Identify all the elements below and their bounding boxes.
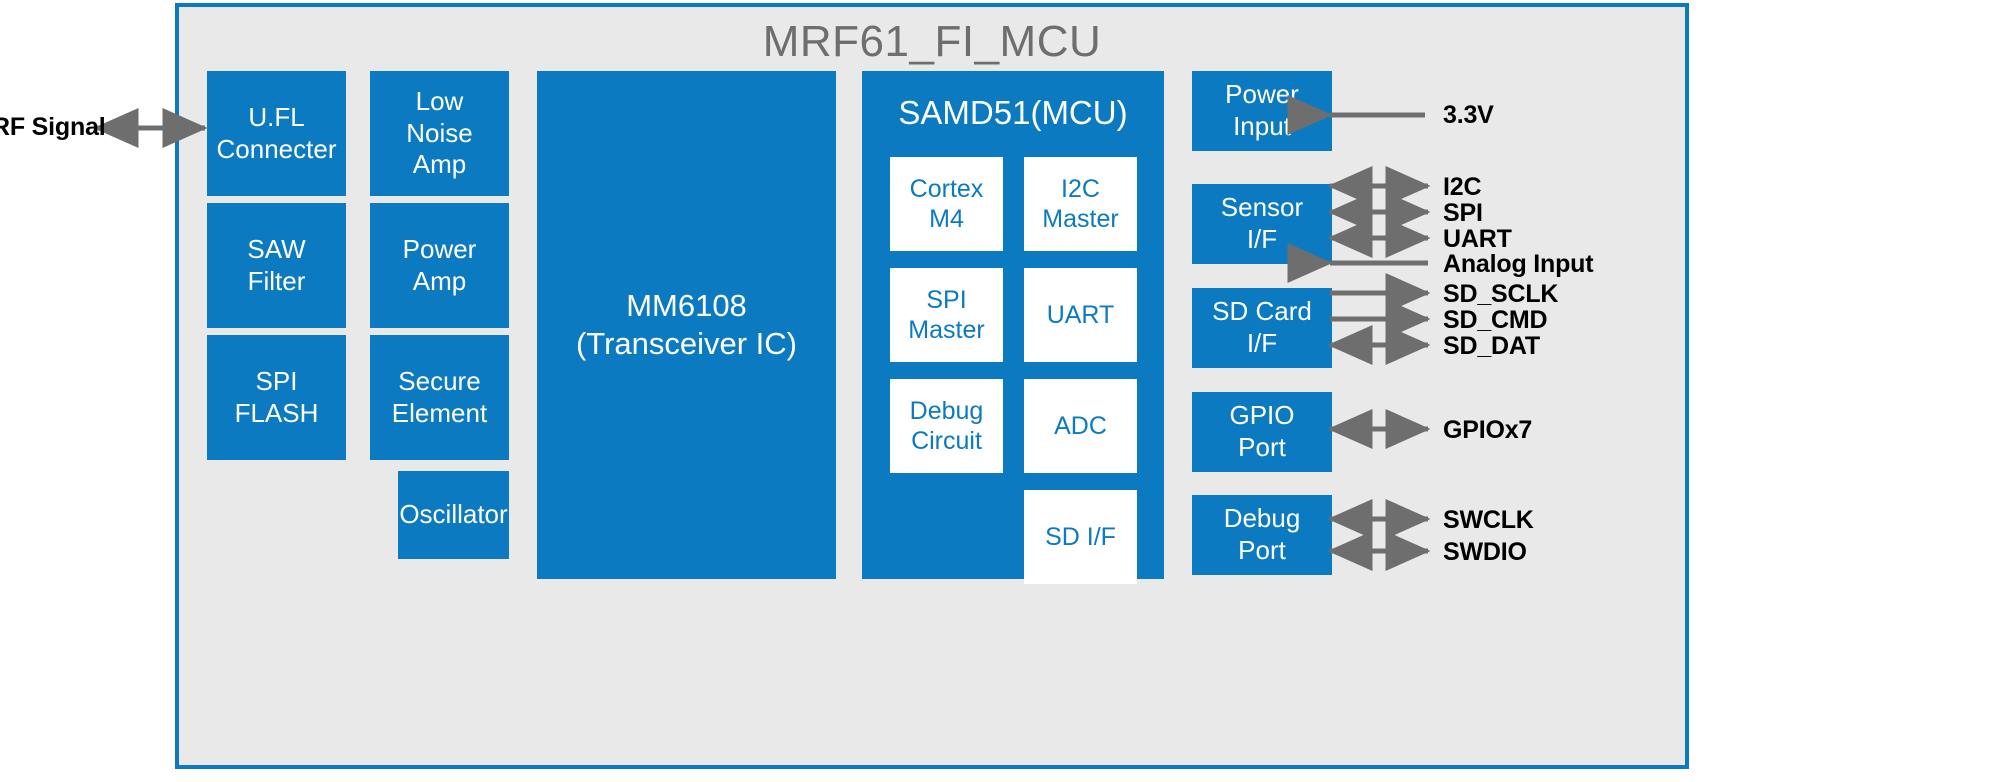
block-spi-flash[interactable]: SPI FLASH bbox=[207, 335, 346, 460]
block-debug-port[interactable]: Debug Port bbox=[1192, 495, 1332, 575]
subblock-adc[interactable]: ADC bbox=[1024, 379, 1137, 473]
subblock-label: Circuit bbox=[911, 427, 982, 455]
block-label: Power bbox=[1225, 79, 1299, 110]
subblock-i2c-master[interactable]: I2C Master bbox=[1024, 157, 1137, 251]
block-sdcard-if[interactable]: SD Card I/F bbox=[1192, 288, 1332, 368]
block-label: SD Card bbox=[1212, 296, 1312, 327]
page-title: MRF61_FI_MCU bbox=[762, 17, 1102, 66]
subblock-sd-if[interactable]: SD I/F bbox=[1024, 490, 1137, 584]
block-samd51-mcu[interactable]: SAMD51(MCU) Cortex M4 I2C Master SPI Mas… bbox=[862, 71, 1164, 584]
mcu-title: SAMD51(MCU) bbox=[898, 94, 1128, 131]
signal-label-analog-input: Analog Input bbox=[1443, 250, 1594, 278]
subblock-label: SD I/F bbox=[1045, 522, 1116, 551]
block-label: Low bbox=[415, 85, 464, 116]
signal-label-rf-signal: RF Signal bbox=[0, 113, 106, 141]
block-label: Port bbox=[1238, 432, 1286, 462]
signal-label-uart: UART bbox=[1443, 225, 1512, 253]
subblock-label: Master bbox=[1042, 205, 1119, 233]
subblock-label: Master bbox=[908, 316, 985, 344]
module-outline: MRF61_FI_MCU U.FL Connecter Low Noise Am… bbox=[175, 3, 1689, 769]
block-label: (Transceiver IC) bbox=[575, 326, 798, 361]
block-saw-filter[interactable]: SAW Filter bbox=[207, 203, 346, 328]
subblock-spi-master[interactable]: SPI Master bbox=[890, 268, 1003, 362]
block-label: Debug bbox=[1223, 503, 1301, 534]
block-label: U.FL bbox=[248, 101, 305, 132]
block-sensor-if[interactable]: Sensor I/F bbox=[1192, 184, 1332, 264]
subblock-label: UART bbox=[1046, 300, 1115, 329]
block-label: Sensor bbox=[1220, 192, 1304, 223]
block-label: Power bbox=[402, 233, 477, 264]
block-gpio-port[interactable]: GPIO Port bbox=[1192, 392, 1332, 472]
block-label: Port bbox=[1238, 535, 1286, 565]
block-label: SPI bbox=[255, 365, 298, 396]
block-label: MM6108 bbox=[626, 288, 747, 324]
block-mm6108-transceiver[interactable]: MM6108 (Transceiver IC) bbox=[537, 71, 836, 579]
block-label: Element bbox=[391, 397, 488, 428]
block-label: Amp bbox=[412, 149, 467, 180]
subblock-label: M4 bbox=[929, 205, 964, 233]
signal-label-gpiox7: GPIOx7 bbox=[1443, 416, 1533, 444]
signal-label-sd-sclk: SD_SCLK bbox=[1443, 280, 1559, 308]
block-label: Secure bbox=[398, 365, 481, 396]
block-label: Connecter bbox=[216, 133, 337, 164]
block-label: Noise bbox=[406, 117, 473, 148]
signal-label-swclk: SWCLK bbox=[1443, 506, 1534, 534]
block-label: Input bbox=[1233, 111, 1291, 141]
block-power-amp[interactable]: Power Amp bbox=[370, 203, 509, 328]
signal-label-spi: SPI bbox=[1443, 199, 1483, 227]
subblock-label: Debug bbox=[909, 396, 984, 425]
block-label: Filter bbox=[247, 265, 306, 296]
block-oscillator[interactable]: Oscillator bbox=[398, 471, 509, 559]
subblock-debug-circuit[interactable]: Debug Circuit bbox=[890, 379, 1003, 473]
block-secure-element[interactable]: Secure Element bbox=[370, 335, 509, 460]
subblock-label: I2C bbox=[1061, 174, 1100, 203]
signal-label-i2c: I2C bbox=[1443, 173, 1482, 201]
signal-label-sd-cmd: SD_CMD bbox=[1443, 306, 1548, 334]
block-label: GPIO bbox=[1229, 400, 1295, 431]
signal-label-swdio: SWDIO bbox=[1443, 538, 1527, 566]
block-low-noise-amp[interactable]: Low Noise Amp bbox=[370, 71, 509, 196]
subblock-uart[interactable]: UART bbox=[1024, 268, 1137, 362]
subblock-cortex-m4[interactable]: Cortex M4 bbox=[890, 157, 1003, 251]
subblock-label: Cortex bbox=[909, 174, 984, 203]
block-label: I/F bbox=[1246, 224, 1278, 254]
block-label: Oscillator bbox=[399, 499, 508, 530]
block-ufl-connecter[interactable]: U.FL Connecter bbox=[207, 71, 346, 196]
block-label: I/F bbox=[1246, 328, 1278, 358]
subblock-label: ADC bbox=[1054, 411, 1107, 440]
block-power-input[interactable]: Power Input bbox=[1192, 71, 1332, 151]
signal-label-3v3: 3.3V bbox=[1443, 101, 1494, 129]
block-label: Amp bbox=[412, 265, 467, 296]
subblock-label: SPI bbox=[926, 285, 967, 314]
block-label: FLASH bbox=[234, 397, 319, 428]
signal-label-sd-dat: SD_DAT bbox=[1443, 332, 1540, 360]
block-label: SAW bbox=[247, 233, 306, 264]
